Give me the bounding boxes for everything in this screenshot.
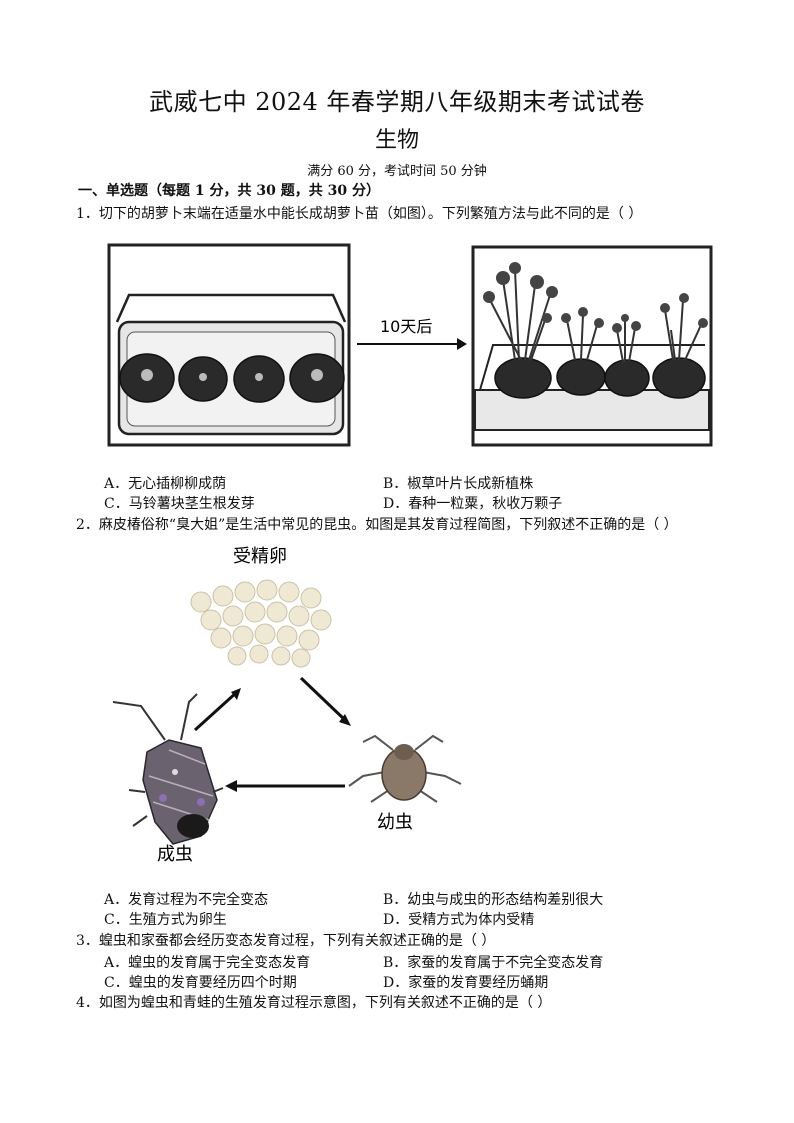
arrow-label: 10天后: [380, 317, 432, 336]
q2-option-d[interactable]: D．受精方式为体内受精: [383, 912, 535, 928]
nymph-label: 幼虫: [377, 812, 413, 833]
q3-option-d[interactable]: D．家蚕的发育要经历蛹期: [383, 975, 549, 991]
section-title: 一、单选题（每题 1 分，共 30 题，共 30 分）: [78, 183, 380, 199]
q1-option-c[interactable]: C．马铃薯块茎生根发芽: [104, 496, 255, 512]
q1-option-a[interactable]: A．无心插柳柳成荫: [104, 476, 227, 492]
adult-bug-illustration: [112, 693, 224, 845]
carrot-tray-before: [107, 243, 351, 447]
stinkbug-lifecycle-figure: 受精卵 幼虫 成虫: [112, 546, 462, 865]
adult-label: 成虫: [157, 844, 193, 865]
exam-title: 武威七中 2024 年春学期八年级期末考试试卷: [149, 88, 645, 116]
exam-subject: 生物: [374, 128, 419, 153]
question-3-stem: 3．蝗虫和家蚕都会经历变态发育过程，下列有关叙述正确的是（ ）: [76, 933, 496, 949]
carrot-figure: 10天后: [107, 243, 713, 447]
question-1-stem: 1．切下的胡萝卜末端在适量水中能长成胡萝卜苗（如图）。下列繁殖方法与此不同的是（…: [76, 206, 643, 222]
question-4-stem: 4．如图为蝗虫和青蛙的生殖发育过程示意图，下列有关叙述不正确的是（ ）: [76, 995, 552, 1011]
q1-option-d[interactable]: D．春种一粒粟，秋收万颗子: [383, 496, 563, 512]
egg-cluster: [190, 579, 332, 668]
q2-option-a[interactable]: A．发育过程为不完全变态: [104, 892, 269, 908]
carrot-tray-after: [471, 245, 713, 447]
exam-info: 满分 60 分，考试时间 50 分钟: [307, 164, 487, 179]
egg-label: 受精卵: [233, 546, 287, 567]
q3-option-b[interactable]: B．家蚕的发育属于不完全变态发育: [383, 955, 604, 971]
q1-option-b[interactable]: B．椒草叶片长成新植株: [383, 476, 534, 492]
nymph-illustration: [348, 734, 462, 803]
question-2-stem: 2．麻皮椿俗称“臭大姐”是生活中常见的昆虫。如图是其发育过程简图，下列叙述不正确…: [76, 517, 678, 533]
q3-option-a[interactable]: A．蝗虫的发育属于完全变态发育: [104, 955, 311, 971]
q3-option-c[interactable]: C．蝗虫的发育要经历四个时期: [104, 975, 297, 991]
q2-option-b[interactable]: B．幼虫与成虫的形态结构差别很大: [383, 892, 604, 908]
q2-option-c[interactable]: C．生殖方式为卵生: [104, 912, 227, 928]
